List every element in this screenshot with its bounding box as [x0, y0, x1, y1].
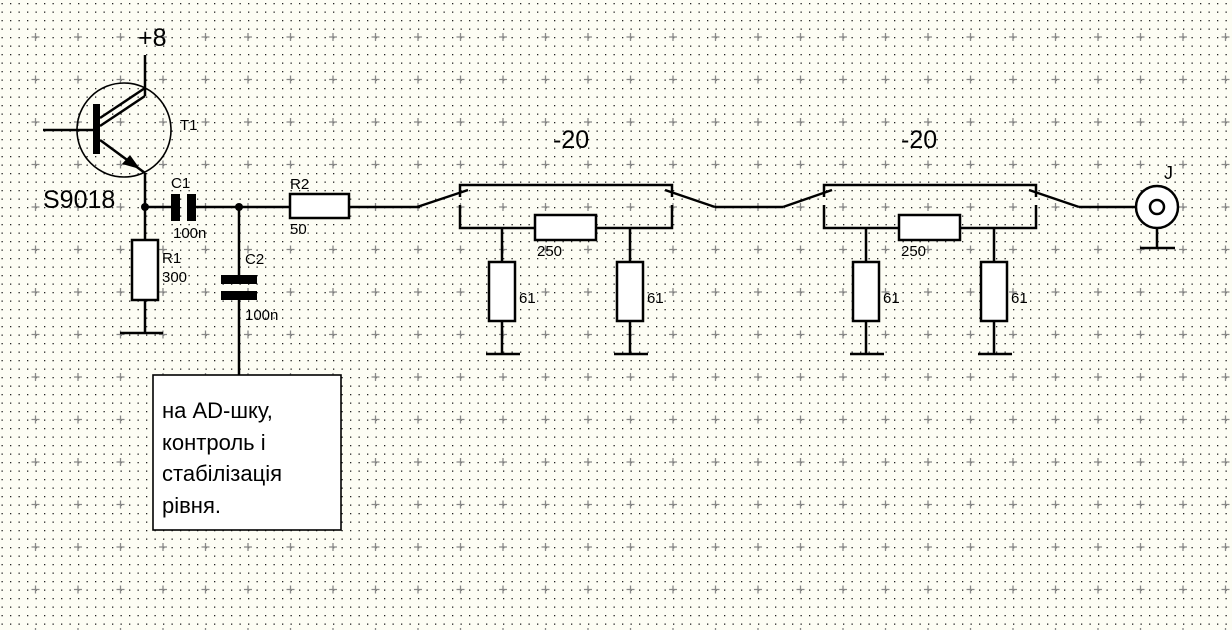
capacitor-c2[interactable]	[221, 275, 257, 300]
note-line-2: контроль і	[162, 430, 266, 455]
c2-value: 100n	[245, 307, 278, 324]
switch-lever-right[interactable]	[1028, 188, 1080, 209]
coax-connector-j[interactable]	[1134, 184, 1180, 250]
note-box[interactable]	[152, 374, 342, 531]
attenuator-1-label: -20	[553, 126, 589, 154]
note-line-3: стабілізація	[162, 461, 282, 486]
r1-value: 300	[162, 269, 187, 286]
attenuator-1[interactable]	[416, 183, 716, 356]
note-line-4: рівня.	[162, 493, 221, 518]
switch-lever-right[interactable]	[664, 188, 716, 209]
resistor-series[interactable]	[533, 213, 598, 242]
resistor-shunt-left[interactable]	[851, 260, 881, 323]
emitter-arrow-icon	[122, 155, 140, 169]
transistor-ref: T1	[180, 117, 198, 134]
attenuator-2-shunt-left-value: 61	[883, 290, 900, 307]
resistor-r2[interactable]	[288, 192, 351, 220]
transistor-part: S9018	[43, 186, 115, 214]
capacitor-c1[interactable]	[171, 194, 196, 221]
attenuator-1-shunt-right-value: 61	[647, 290, 664, 307]
resistor-r1[interactable]	[130, 238, 160, 302]
supply-label: +8	[138, 24, 167, 52]
attenuator-2-series-value: 250	[901, 243, 926, 260]
attenuator-2[interactable]	[782, 183, 1080, 356]
resistor-shunt-right[interactable]	[979, 260, 1009, 323]
resistor-shunt-right[interactable]	[615, 260, 645, 323]
r2-value: 50	[290, 221, 307, 238]
junction-dot	[141, 203, 149, 211]
bypass-wire	[458, 183, 674, 197]
collector-lead	[99, 86, 146, 120]
bypass-wire	[822, 183, 1038, 197]
c1-ref: C1	[171, 175, 190, 192]
connector-ref: J	[1164, 163, 1173, 183]
r2-ref: R2	[290, 176, 309, 193]
c2-ref: C2	[245, 251, 264, 268]
c1-value: 100n	[173, 225, 206, 242]
attenuator-1-series-value: 250	[537, 243, 562, 260]
resistor-shunt-left[interactable]	[487, 260, 517, 323]
transistor-base-bar	[93, 104, 100, 154]
resistor-series[interactable]	[897, 213, 962, 242]
transistor-t1[interactable]	[43, 82, 172, 178]
attenuator-2-shunt-right-value: 61	[1011, 290, 1028, 307]
attenuator-1-shunt-left-value: 61	[519, 290, 536, 307]
attenuator-2-label: -20	[901, 126, 937, 154]
note-line-1: на AD-шку,	[162, 398, 273, 423]
r1-ref: R1	[162, 250, 181, 267]
